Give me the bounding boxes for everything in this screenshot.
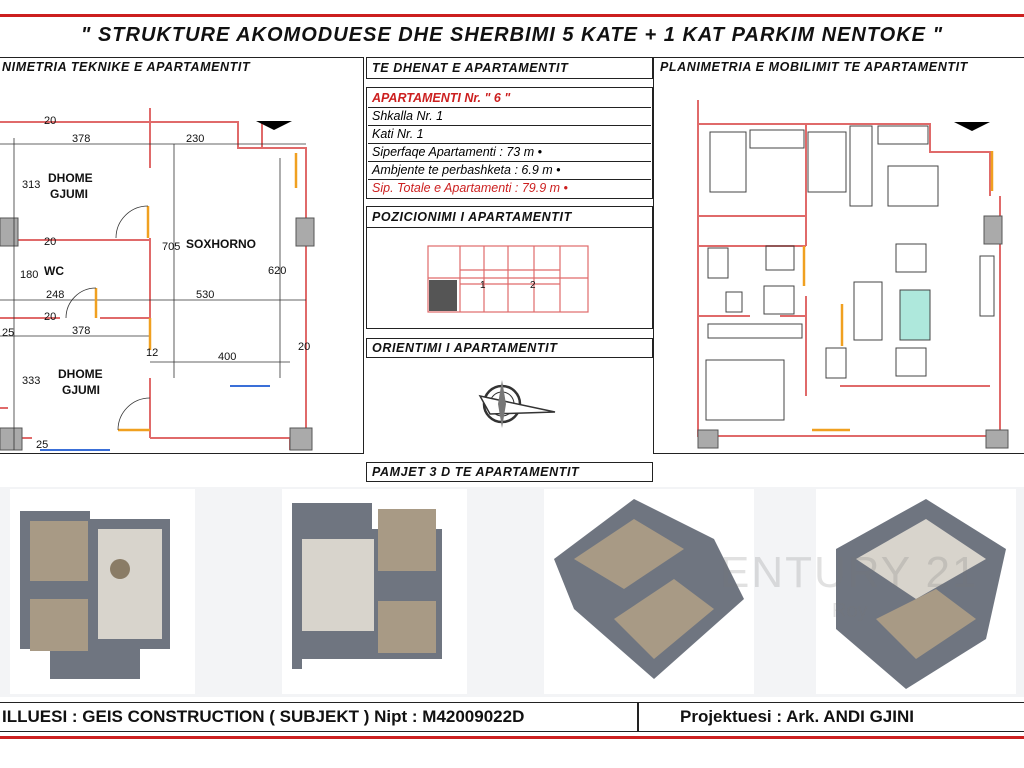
dimension-label: 180 [20,269,38,281]
furnished-floor-plan [697,100,1009,449]
page-title: " STRUKTURE AKOMODUESE DHE SHERBIMI 5 KA… [80,24,944,46]
furnished-plan-header: PLANIMETRIA E MOBILIMIT TE APARTAMENTIT [660,60,968,74]
dimension-label: 25 [2,327,14,339]
apartment-area: Siperfaqe Apartamenti : 73 m • [368,144,651,162]
position-header: POZICIONIMI I APARTAMENTIT [372,210,572,224]
room-label: GJUMI [50,187,88,201]
position-box [366,206,653,329]
dimension-label: 378 [72,133,90,145]
orientation-header: ORIENTIMI I APARTAMENTIT [372,341,558,355]
apartment-number: APARTAMENTI Nr. " 6 " [368,90,651,108]
technical-floor-plan: DHOME GJUMI SOXHORNO WC DHOME GJUMI 20 3… [0,108,315,451]
dimension-label: 20 [298,341,310,353]
views-header: PAMJET 3 D TE APARTAMENTIT [372,465,580,479]
room-label: WC [44,264,64,278]
north-arrow-icon [954,122,990,131]
builder-box [0,702,638,732]
technical-plan-panel [0,57,364,454]
total-area: Sip. Totale e Apartamenti : 79.9 m • [372,181,568,195]
watermark-text: ENTURY 21 [720,548,979,597]
views-header-box [366,462,653,482]
3d-view-1 [10,489,195,694]
dimension-label: 20 [44,115,56,127]
position-header-divider [366,206,653,228]
room-label: GJUMI [62,383,100,397]
furnished-plan-panel [653,57,1024,454]
dimension-label: 25 [36,439,48,451]
technical-plan-header: NIMETRIA TEKNIKE E APARTAMENTIT [2,60,251,74]
dimension-label: 20 [44,311,56,323]
top-red-line [0,14,1024,17]
dimension-label: 333 [22,375,40,387]
dimension-label: 400 [218,351,236,363]
data-header: TE DHENAT E APARTAMENTIT [372,61,569,75]
unit-label: 1 [480,280,486,291]
3d-view-4 [816,489,1016,694]
3d-view-2 [282,489,467,694]
data-table [366,87,653,199]
builder-info: ILLUESI : GEIS CONSTRUCTION ( SUBJEKT ) … [2,707,525,726]
north-arrow-icon [256,121,292,130]
unit-label: 2 [530,280,536,291]
3d-view-3 [544,489,754,694]
dimension-label: 313 [22,179,40,191]
room-label: SOXHORNO [186,237,256,251]
compass-icon [478,380,556,428]
bottom-red-line [0,736,1024,739]
dimension-label: 248 [46,289,64,301]
dimension-label: 378 [72,325,90,337]
dimension-label: 20 [44,236,56,248]
floor-number: Kati Nr. 1 [368,126,651,144]
common-area: Ambjente te perbashketa : 6.9 m • [368,162,651,180]
room-label: DHOME [48,171,93,185]
dimension-label: 230 [186,133,204,145]
orientation-header-box [366,338,653,358]
designer-box [638,702,1024,732]
selected-unit [429,280,457,311]
dimension-label: 12 [146,347,158,359]
designer-info: Projektuesi : Ark. ANDI GJINI [680,707,914,726]
watermark-subtext: Roy [832,600,868,622]
room-label: DHOME [58,367,103,381]
data-header-box [366,57,653,79]
dimension-label: 620 [268,265,286,277]
dimension-label: 705 [162,241,180,253]
staircase-number: Shkalla Nr. 1 [368,108,651,126]
position-diagram: 1 2 [427,245,589,313]
dimension-label: 530 [196,289,214,301]
